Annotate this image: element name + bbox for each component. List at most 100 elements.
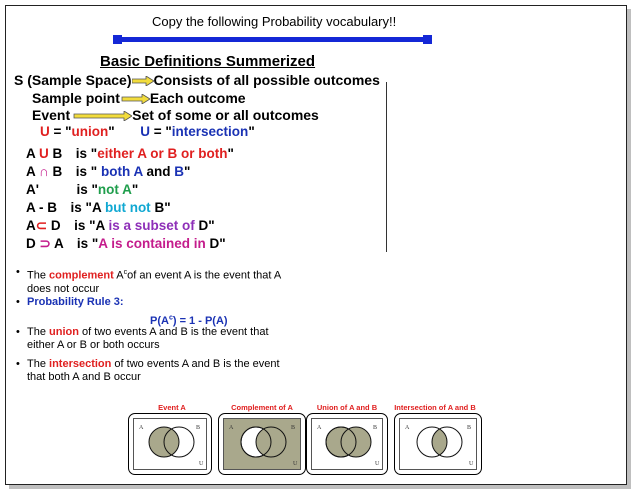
bullet-text: of two events A and B is the event bbox=[111, 358, 280, 370]
union-symbol: U bbox=[40, 124, 50, 139]
venn-label-intersection: Intersection of A and B bbox=[394, 403, 476, 412]
definition-term: Event bbox=[32, 107, 71, 123]
notation-meaning: but not bbox=[104, 200, 151, 215]
notation-left: A bbox=[26, 218, 36, 233]
rule-title: Probability Rule 3: bbox=[27, 296, 124, 308]
venn-label-union: Union of A and B bbox=[316, 403, 378, 412]
venn-set-a-label: A bbox=[139, 425, 144, 431]
bullet-text: The bbox=[27, 326, 50, 338]
venn-universe bbox=[133, 418, 207, 470]
notation-right: D bbox=[47, 218, 61, 233]
banner-left-square bbox=[113, 35, 122, 44]
bullet-complement: • The complement Acof an event A is the … bbox=[16, 266, 282, 296]
notation-meaning: not A bbox=[97, 182, 132, 197]
bullet-text: that both A and B occur bbox=[27, 371, 141, 383]
banner-right-square bbox=[423, 35, 432, 44]
venn-universe-label: U bbox=[375, 461, 380, 467]
venn-universe-label: U bbox=[293, 461, 298, 467]
bullet-text: of two events A and B is the event that bbox=[78, 326, 269, 338]
notation-meaning: A is contained in bbox=[98, 236, 206, 251]
bullet-keyword: union bbox=[49, 326, 79, 338]
venn-diagram-intersection: A B U bbox=[394, 413, 482, 475]
notation-row-but-not: A - B is "A but not B" bbox=[26, 200, 171, 215]
venn-diagram-event-a: A B U bbox=[128, 413, 212, 475]
venn-universe bbox=[311, 418, 383, 470]
definition-term: Sample point bbox=[32, 90, 120, 106]
intersection-word: intersection bbox=[171, 124, 249, 139]
divider-line bbox=[386, 82, 387, 252]
venn-diagram-complement: A B U bbox=[218, 413, 306, 475]
notation-left: A' bbox=[26, 182, 39, 197]
bullet-keyword: intersection bbox=[49, 358, 112, 370]
venn-universe-label: U bbox=[199, 461, 204, 467]
definitions-heading: Basic Definitions Summerized bbox=[100, 53, 316, 70]
formula-superscript: c bbox=[168, 314, 173, 321]
formula-text: P(A bbox=[150, 314, 169, 327]
notation-left: A bbox=[26, 146, 39, 161]
notation-row-contained: D ⊃ A is "A is contained in D" bbox=[26, 236, 226, 252]
notation-end: " bbox=[183, 164, 191, 179]
formula-text: ) = 1 - P(A) bbox=[172, 314, 228, 327]
notation-end: D" bbox=[205, 236, 226, 251]
venn-set-b-label: B bbox=[291, 425, 296, 431]
notation-row-not: A' is "not A" bbox=[26, 182, 138, 197]
arrow-right-icon bbox=[73, 111, 133, 122]
venn-set-a-label: A bbox=[405, 425, 410, 431]
arrow-right-icon bbox=[121, 94, 150, 105]
notation-is: is " bbox=[76, 182, 98, 197]
symbols-line: U = "union" U = "intersection" bbox=[40, 124, 255, 139]
notation-is: is " bbox=[75, 164, 101, 179]
notation-row-union: A U B is "either A or B or both" bbox=[26, 146, 234, 161]
arrow-right-icon bbox=[131, 76, 154, 87]
notation-is: is " bbox=[75, 146, 98, 161]
notation-meaning: is a subset of bbox=[108, 218, 195, 233]
notation-right: B bbox=[48, 164, 63, 179]
bullet-text: either A or B or both occurs bbox=[27, 339, 160, 351]
venn-circles bbox=[240, 426, 287, 458]
venn-diagram-union: A B U bbox=[306, 413, 388, 475]
venn-set-a-label: A bbox=[229, 425, 234, 431]
bullet-superscript: c bbox=[123, 269, 128, 276]
venn-set-a-label: A bbox=[317, 425, 322, 431]
rule-formula: P(Ac) = 1 - P(A) bbox=[150, 311, 228, 328]
notation-row-subset: A⊂ D is "A is a subset of D" bbox=[26, 218, 215, 234]
bullet-dot-icon: • bbox=[16, 358, 20, 370]
notation-left: D bbox=[26, 236, 40, 251]
notation-and: and bbox=[142, 164, 175, 179]
venn-circles bbox=[416, 426, 463, 458]
notation-row-intersection: A ∩ B is " both A and B" bbox=[26, 164, 190, 179]
notation-left: A bbox=[26, 164, 39, 179]
notation-is: is "A bbox=[70, 200, 105, 215]
notation-left: A - B bbox=[26, 200, 57, 215]
notation-end: " bbox=[227, 146, 234, 161]
bullet-dot-icon: • bbox=[16, 266, 20, 278]
slide: Copy the following Probability vocabular… bbox=[5, 5, 627, 485]
venn-universe-label: U bbox=[469, 461, 474, 467]
notation-end: " bbox=[131, 182, 139, 197]
bullet-text: A bbox=[113, 269, 124, 282]
notation-meaning: both A bbox=[100, 164, 143, 179]
notation-right: A bbox=[50, 236, 64, 251]
banner-bar bbox=[118, 37, 428, 42]
bullet-union: • The union of two events A and B is the… bbox=[16, 326, 269, 352]
notation-is: is " bbox=[76, 236, 99, 251]
union-end: " bbox=[108, 124, 115, 139]
notation-end: B" bbox=[150, 200, 171, 215]
definition-row-sample-space: S (Sample Space)Consists of all possible… bbox=[14, 72, 380, 88]
notation-meaning: either A or B bbox=[97, 146, 178, 161]
notation-meaning-extra: B bbox=[174, 164, 184, 179]
bullet-keyword: complement bbox=[49, 269, 114, 282]
notation-is: is "A bbox=[74, 218, 109, 233]
notation-meaning-extra: or both bbox=[177, 146, 228, 161]
bullet-intersection: • The intersection of two events A and B… bbox=[16, 358, 280, 384]
union-word: union bbox=[71, 124, 109, 139]
notation-operator: U bbox=[39, 146, 49, 161]
bullet-text: The bbox=[27, 358, 50, 370]
bullet-text: The bbox=[27, 269, 50, 282]
banner-title: Copy the following Probability vocabular… bbox=[152, 14, 397, 29]
bullet-text: of an event A is the event that A bbox=[127, 269, 282, 282]
venn-set-b-label: B bbox=[373, 425, 378, 431]
venn-circles bbox=[148, 426, 195, 458]
